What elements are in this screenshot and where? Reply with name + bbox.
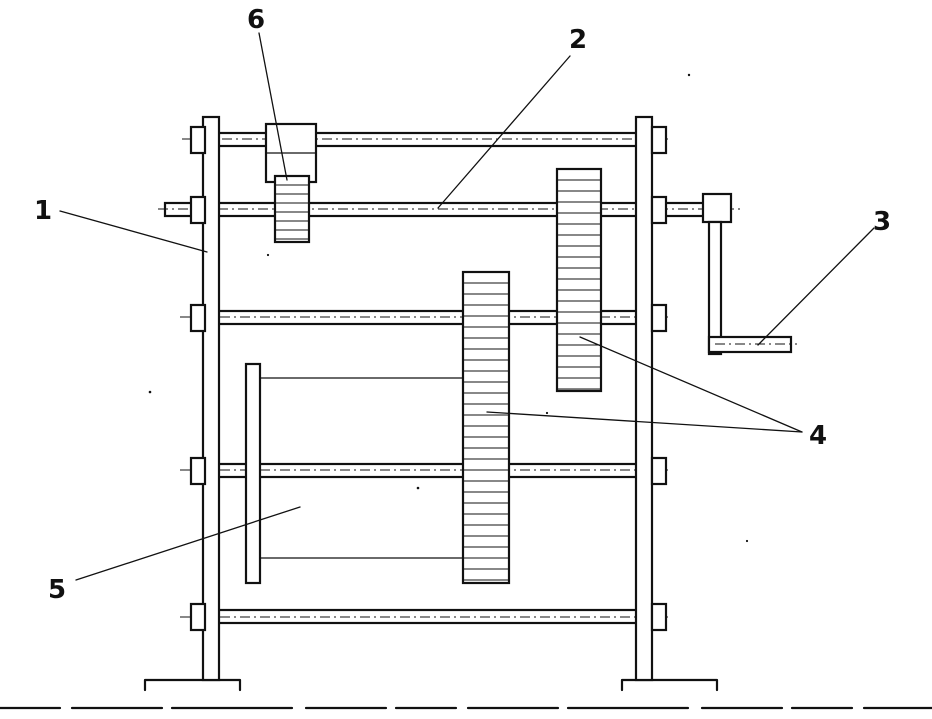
callout-6: 6 bbox=[247, 5, 265, 35]
leader-lines bbox=[59, 32, 875, 581]
frame-plates bbox=[201, 115, 654, 682]
pinion-assembly bbox=[264, 122, 318, 244]
upper-gear bbox=[555, 167, 603, 393]
hand-crank bbox=[701, 192, 797, 356]
callout-1: 1 bbox=[34, 196, 52, 226]
cable-drum bbox=[244, 362, 463, 585]
nuts bbox=[189, 125, 668, 632]
callout-4: 4 bbox=[809, 421, 827, 451]
callout-2: 2 bbox=[569, 25, 587, 55]
callout-3: 3 bbox=[873, 207, 891, 237]
base-feet bbox=[143, 678, 719, 692]
lower-gear bbox=[461, 270, 511, 585]
callout-5: 5 bbox=[48, 575, 66, 605]
scan-specks bbox=[148, 73, 749, 543]
callout-labels: 1 2 3 4 5 6 bbox=[34, 5, 891, 605]
